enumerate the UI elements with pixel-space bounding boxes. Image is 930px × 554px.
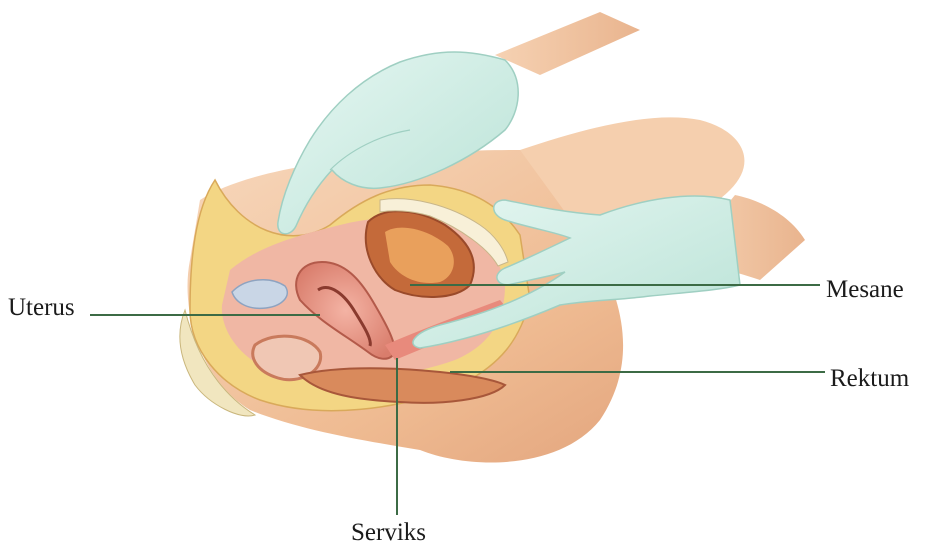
- pelvic-anatomy: [180, 180, 530, 416]
- rektum-label: Rektum: [830, 366, 909, 391]
- mesane-label: Mesane: [826, 277, 904, 302]
- uterus-label: Uterus: [8, 295, 75, 320]
- serviks-label: Serviks: [351, 520, 426, 545]
